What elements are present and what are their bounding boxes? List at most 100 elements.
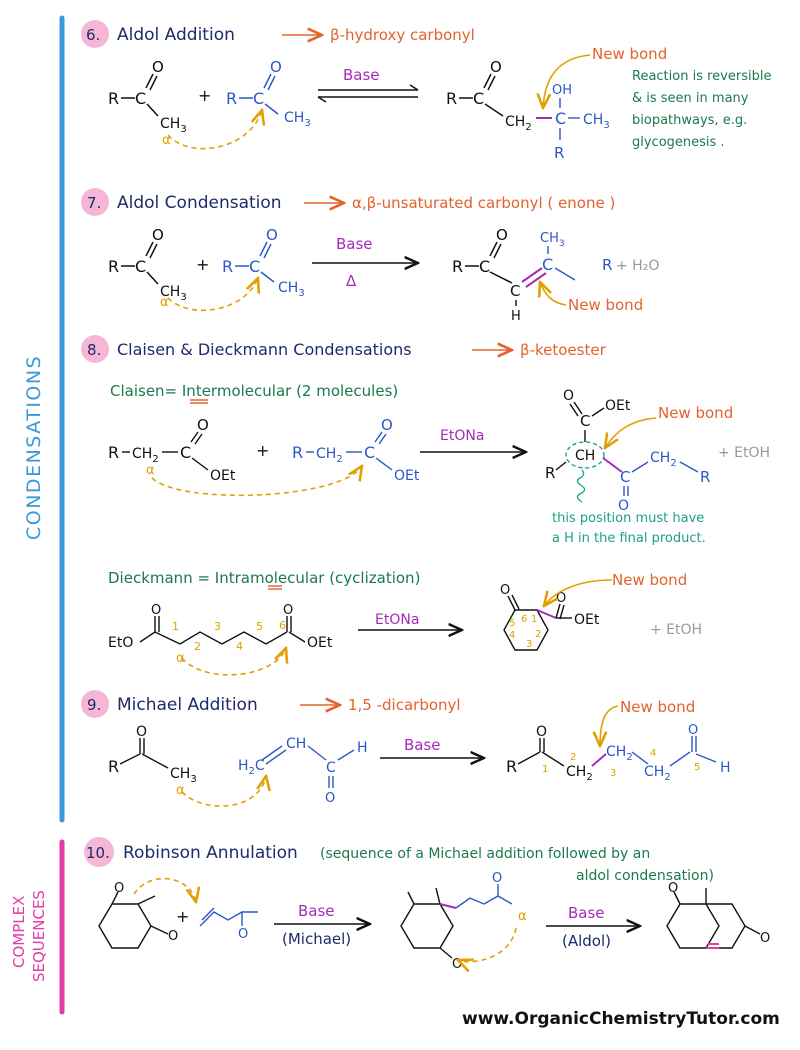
new-bond-label: New bond (592, 45, 667, 63)
svg-text:3: 3 (610, 768, 616, 779)
byproduct: + H₂O (616, 258, 659, 274)
svg-text:C: C (542, 255, 553, 274)
svg-text:O: O (536, 724, 547, 740)
svg-text:2: 2 (570, 752, 576, 763)
svg-text:α: α (146, 463, 155, 478)
note-line: a H in the final product. (552, 531, 706, 546)
svg-text:CH2: CH2 (644, 764, 671, 783)
svg-text:O: O (490, 58, 502, 76)
svg-text:O: O (152, 58, 164, 76)
svg-text:3: 3 (214, 620, 221, 633)
svg-text:O: O (325, 791, 335, 806)
svg-text:O: O (556, 591, 566, 606)
svg-text:C: C (479, 257, 490, 276)
svg-text:OEt: OEt (394, 468, 420, 484)
heading-badge (81, 20, 109, 48)
svg-text:4: 4 (236, 640, 243, 653)
svg-text:R: R (452, 257, 463, 276)
svg-text:C: C (135, 257, 146, 276)
heading-badge (81, 690, 109, 718)
svg-text:EtO: EtO (108, 635, 133, 651)
reagent: EtONa (375, 612, 419, 628)
svg-text:2: 2 (535, 629, 541, 640)
svg-text:C: C (580, 412, 590, 430)
section-aldol-condensation: 7. Aldol Condensation α,β-unsaturated ca… (81, 188, 659, 324)
sequences-label: SEQUENCES (30, 890, 48, 982)
svg-text:O: O (496, 226, 508, 244)
heading-badge (84, 837, 114, 867)
svg-text:OH: OH (552, 83, 572, 98)
section-number: 7. (87, 194, 101, 212)
svg-text:C: C (326, 760, 336, 776)
svg-text:α: α (176, 651, 185, 666)
svg-text:CH2: CH2 (505, 114, 532, 133)
svg-text:CH: CH (286, 736, 306, 752)
svg-text:O: O (760, 931, 770, 946)
section-number: 6. (86, 26, 100, 44)
svg-text:α: α (162, 133, 171, 148)
svg-text:O: O (270, 58, 282, 76)
svg-text:CH3: CH3 (160, 284, 187, 303)
svg-text:H: H (357, 740, 368, 756)
svg-text:1: 1 (542, 764, 548, 775)
svg-text:C: C (510, 282, 520, 300)
svg-text:CH3: CH3 (160, 116, 187, 135)
svg-text:1: 1 (172, 620, 179, 633)
product-type: β-ketoester (520, 341, 607, 359)
svg-text:4: 4 (650, 748, 656, 759)
section-number: 8. (87, 341, 101, 359)
svg-text:O: O (492, 871, 502, 886)
reagent: Base (298, 902, 335, 920)
section-number: 10. (86, 844, 110, 862)
section-title: Robinson Annulation (123, 843, 298, 863)
claisen-label: Claisen= Intermolecular (2 molecules) (110, 382, 398, 400)
svg-text:2: 2 (194, 640, 201, 653)
svg-text:O: O (688, 723, 698, 738)
svg-text:CH2: CH2 (606, 744, 633, 763)
svg-text:CH3: CH3 (540, 231, 565, 249)
svg-text:O: O (618, 498, 629, 514)
svg-text:O: O (197, 416, 209, 434)
reagent: Base (568, 904, 605, 922)
new-bond-label: New bond (568, 296, 643, 314)
section-title: Aldol Condensation (117, 193, 282, 213)
svg-text:O: O (114, 881, 124, 896)
svg-text:R: R (108, 89, 119, 108)
note-line: Reaction is reversible (632, 69, 771, 84)
svg-text:R: R (545, 464, 555, 482)
svg-text:C: C (620, 468, 630, 486)
condition: (Aldol) (562, 932, 611, 950)
svg-text:+: + (176, 907, 189, 926)
svg-text:5: 5 (509, 618, 515, 629)
svg-text:4: 4 (509, 630, 515, 641)
note-line: aldol condensation) (576, 868, 714, 884)
svg-text:R: R (108, 257, 119, 276)
svg-text:C: C (135, 89, 146, 108)
product-type: β-hydroxy carbonyl (330, 26, 475, 44)
svg-text:O: O (168, 929, 178, 944)
svg-text:O: O (452, 957, 462, 972)
condition: Δ (346, 272, 357, 290)
note-line: (sequence of a Michael addition followed… (320, 846, 650, 862)
section-robinson-annulation: 10. Robinson Annulation (sequence of a M… (84, 837, 770, 972)
svg-text:C: C (180, 443, 191, 462)
svg-text:CH2: CH2 (132, 446, 159, 465)
svg-text:CH3: CH3 (284, 110, 311, 129)
section-aldol-addition: 6. Aldol Addition β-hydroxy carbonyl R C… (81, 20, 771, 162)
svg-text:O: O (151, 603, 161, 618)
section-number: 9. (87, 696, 101, 714)
svg-text:O: O (563, 388, 574, 404)
svg-text:R: R (108, 443, 119, 462)
svg-text:OEt: OEt (210, 468, 236, 484)
svg-text:R: R (226, 89, 237, 108)
reagent: Base (343, 66, 380, 84)
svg-text:+: + (256, 441, 269, 460)
svg-text:α: α (176, 783, 185, 798)
svg-text:C: C (555, 109, 566, 128)
svg-text:5: 5 (256, 620, 263, 633)
svg-text:OEt: OEt (605, 398, 631, 414)
svg-text:O: O (500, 583, 510, 598)
svg-text:O: O (381, 416, 393, 434)
complex-label: COMPLEX (10, 896, 28, 968)
